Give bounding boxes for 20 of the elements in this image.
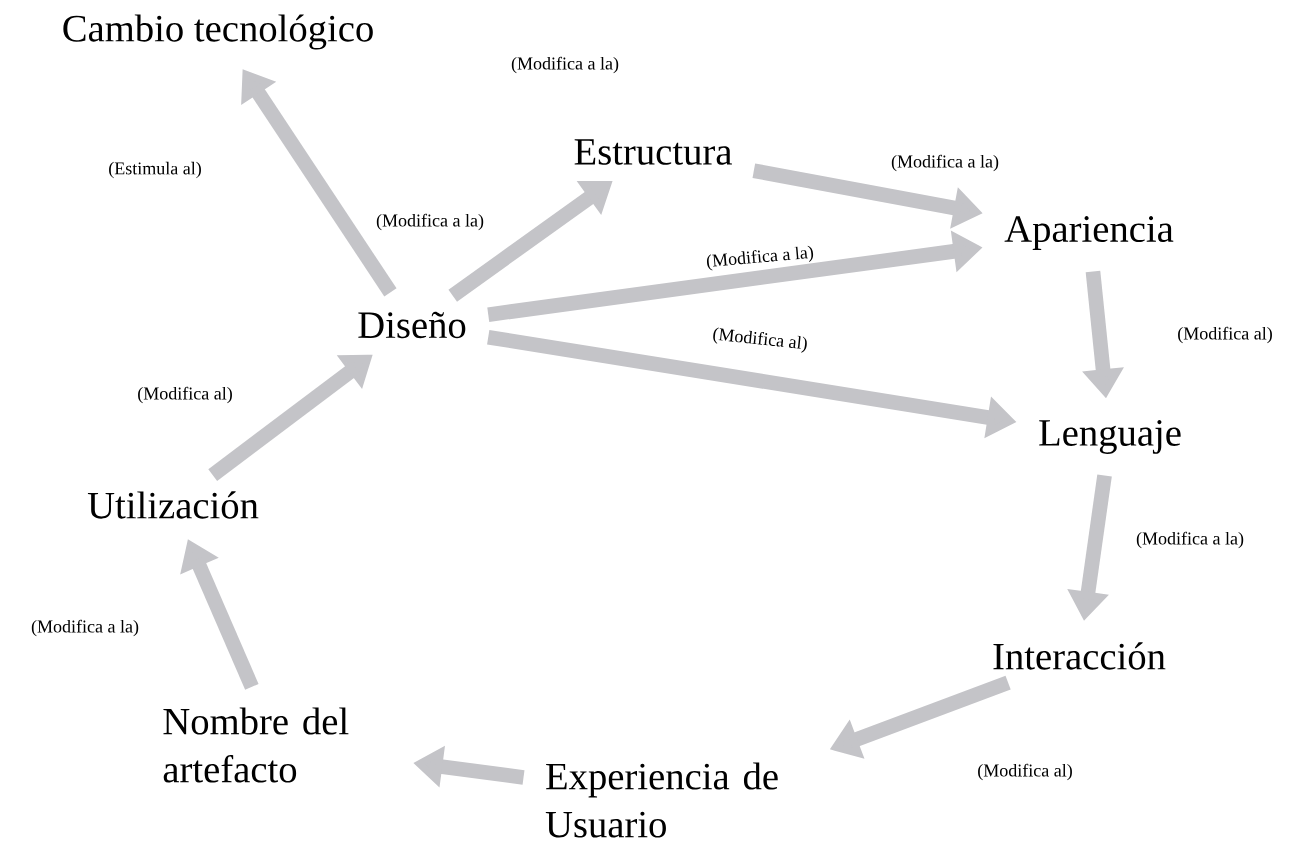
concept-label: Utilización — [87, 491, 259, 519]
edge-label: (Modifica a la) — [891, 154, 999, 172]
edge-label: (Modifica a la) — [706, 245, 814, 271]
concept-label: Apariencia — [1004, 216, 1174, 250]
note-label: (Modifica a la) — [511, 56, 619, 74]
edge-label: (Estimula al) — [109, 161, 201, 179]
concept-label: Cambio tecnológico — [63, 14, 373, 50]
edge-label: (Modifica al) — [138, 386, 232, 404]
edge-label: (Modifica al) — [1178, 326, 1272, 344]
concept-label: Nombre del artefacto — [163, 707, 349, 783]
concept-label: Estructura — [574, 139, 732, 165]
concept-label: Diseño — [358, 311, 466, 339]
concept-label: Interacción — [993, 642, 1166, 670]
edge-label: (Modifica a la) — [376, 213, 484, 231]
edge-label: (Modifica a la) — [31, 619, 139, 637]
concept-label: Lenguaje — [1039, 420, 1181, 454]
edge-label: (Modifica al) — [978, 763, 1072, 781]
edge-label: (Modifica a la) — [1136, 531, 1244, 549]
edge-label: (Modifica al) — [713, 327, 807, 353]
concept-label: Experiencia de Usuario — [545, 762, 778, 838]
